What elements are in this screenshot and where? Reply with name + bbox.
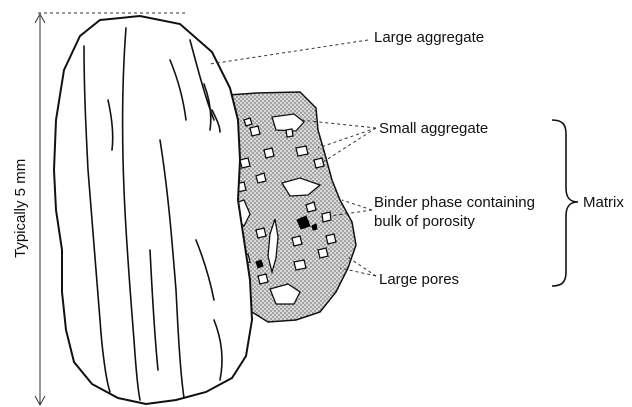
leader-small-aggregate-2 — [318, 128, 376, 148]
leader-small-aggregate-3 — [320, 128, 376, 164]
small-aggregate — [258, 274, 268, 284]
small-aggregate — [314, 158, 324, 168]
small-aggregate — [244, 118, 252, 126]
small-aggregate — [264, 148, 274, 158]
label-large-pores: Large pores — [379, 270, 459, 289]
small-aggregate — [294, 260, 306, 270]
small-aggregate — [296, 146, 308, 156]
small-aggregate — [318, 248, 328, 258]
label-matrix: Matrix — [583, 193, 624, 212]
leader-binder-1 — [342, 200, 372, 210]
small-aggregate — [322, 212, 331, 222]
small-aggregate — [326, 234, 336, 244]
small-aggregate — [256, 228, 266, 238]
label-binder-phase: Binder phase containing bulk of porosity — [374, 193, 564, 231]
label-small-aggregate: Small aggregate — [379, 119, 488, 138]
small-aggregate — [240, 158, 250, 168]
small-aggregate — [286, 129, 293, 137]
leader-large-aggregate — [210, 40, 368, 64]
small-aggregate — [250, 126, 260, 136]
label-large-aggregate: Large aggregate — [374, 28, 484, 47]
small-aggregate — [292, 236, 302, 246]
leader-large-pores-1 — [346, 256, 376, 276]
scale-label: Typically 5 mm — [12, 159, 29, 258]
